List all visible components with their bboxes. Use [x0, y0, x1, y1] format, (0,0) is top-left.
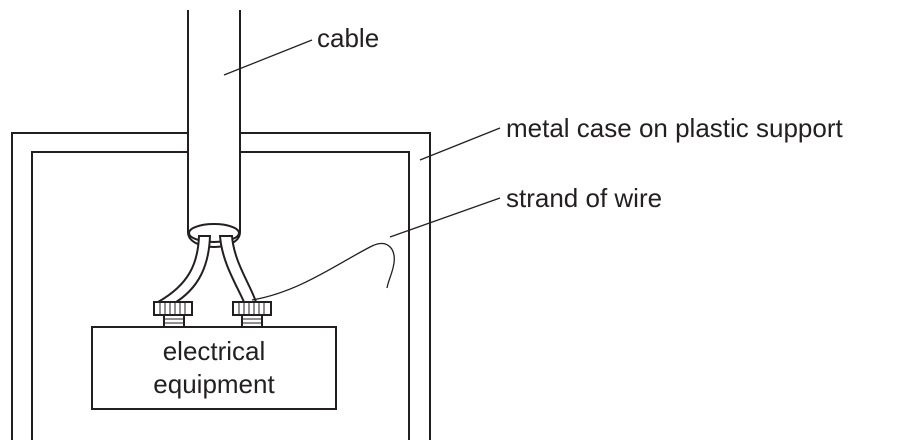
inner-wire-left: [154, 235, 212, 306]
inner-wire-right: [218, 235, 258, 303]
cable-body: [187, 10, 241, 248]
equipment-label-line2: equipment: [153, 369, 275, 399]
terminal-right-post: [241, 314, 263, 328]
leader-line-cable: [223, 39, 313, 76]
terminal-left-post: [163, 314, 185, 328]
stray-wire-strand: [251, 242, 395, 301]
label-strand-of-wire: strand of wire: [506, 183, 662, 213]
terminal-right: [232, 301, 272, 328]
leader-line-strand: [389, 197, 501, 238]
label-cable: cable: [317, 23, 379, 53]
inner-wires: [154, 235, 258, 306]
equipment-box: [91, 326, 337, 410]
cable-sheath: [187, 10, 241, 248]
terminal-left: [153, 301, 193, 328]
label-metal-case: metal case on plastic support: [506, 113, 844, 143]
equipment-label-line1: electrical: [163, 336, 266, 366]
leader-line-case: [419, 127, 501, 161]
